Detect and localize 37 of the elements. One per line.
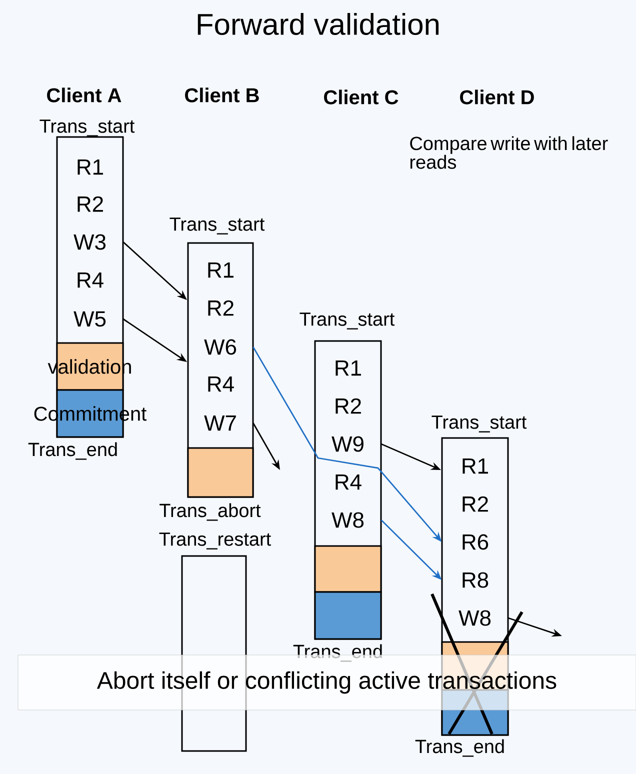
title: Forward validation [198,13,439,36]
event-label: Trans_start [40,120,135,136]
event-label: Trans_end [415,739,504,757]
phase-block [187,447,254,498]
operation-label: W7 [204,415,236,431]
event-label: Trans_end [28,442,117,460]
column-header: Client D [460,90,534,104]
operation-label: R2 [336,398,361,414]
operation-label: R4 [208,376,234,392]
operation-label: W6 [204,339,236,355]
operation-label: R4 [78,272,104,288]
column-header: Client A [47,88,122,102]
operation-label: W9 [332,436,364,452]
operation-label: R2 [78,196,103,212]
operation-label: R1 [78,159,103,175]
operation-label: R8 [462,572,488,588]
event-label: Trans_start [300,312,395,330]
operation-label: R1 [336,360,361,376]
event-label: Trans_start [170,218,265,234]
phase-block [314,545,382,593]
operation-label: R2 [462,496,488,512]
note: Compare write with later reads [410,136,608,169]
operation-label: R6 [462,534,488,550]
operation-label: W5 [74,311,106,327]
event-label: Trans_abort [160,503,261,521]
column-header: Client B [185,88,259,102]
operation-label: W8 [458,610,491,626]
operation-label: R2 [208,300,234,316]
phase-block [314,591,382,640]
event-label: Trans_restart [159,532,271,550]
event-label: Trans_start [432,416,527,432]
operation-label: R1 [208,262,234,278]
operation-label: W3 [74,234,106,250]
operation-label: R4 [336,474,362,490]
column-header: Client C [324,90,398,104]
operation-label: W8 [332,512,364,528]
operation-label: R1 [462,458,488,474]
